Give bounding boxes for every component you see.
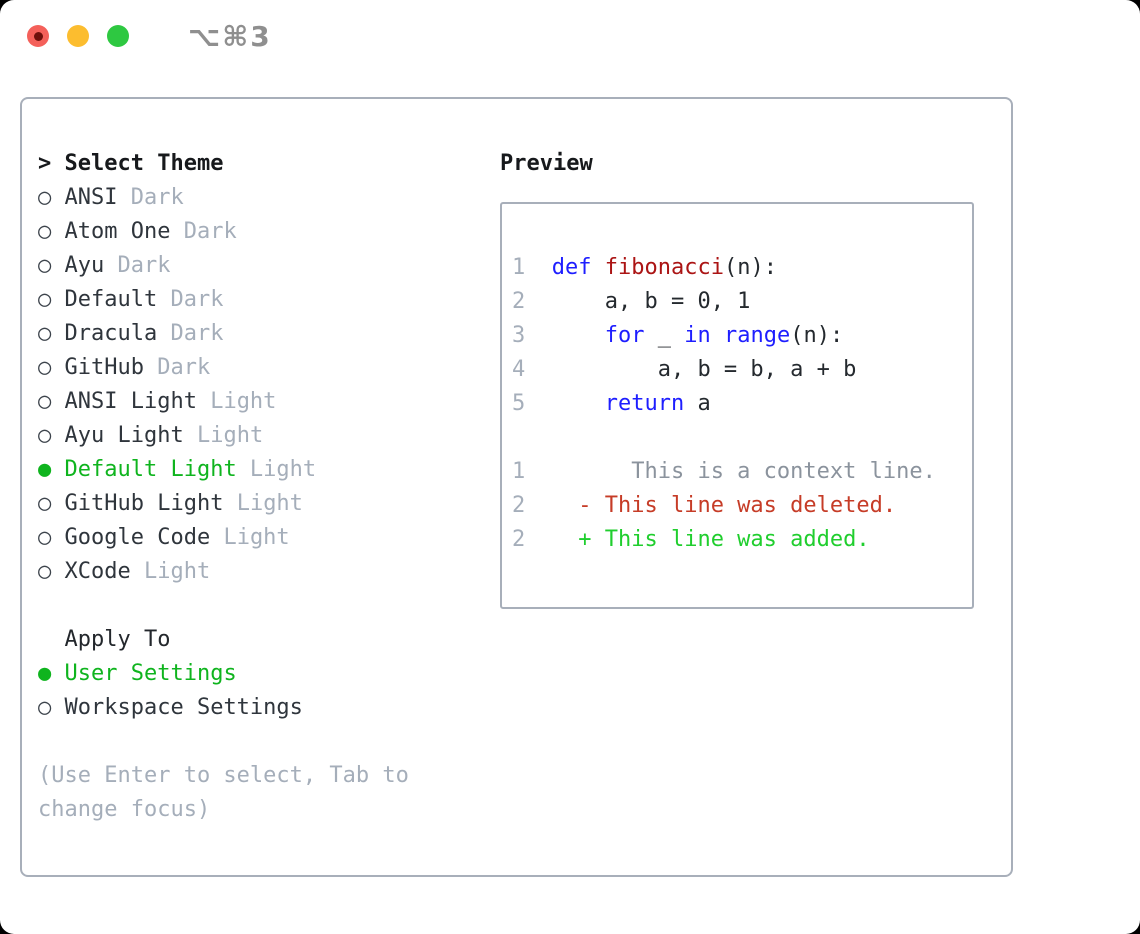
code-line: 5 return a: [512, 391, 711, 416]
titlebar: ⌥⌘3: [0, 0, 1140, 72]
window-title: ⌥⌘3: [188, 19, 272, 53]
theme-variant: Light: [196, 389, 277, 414]
theme-variant: Light: [236, 457, 317, 482]
preview-column: Preview 1 def fibonacci(n): 2 a, b = 0, 1…: [500, 147, 974, 609]
theme-options-list: ○ ANSI Dark○ Atom One Dark○ Ayu Dark○ De…: [38, 181, 458, 589]
code-line: 1 def fibonacci(n):: [512, 255, 777, 280]
theme-variant: Light: [223, 491, 303, 516]
theme-variant: Dark: [104, 253, 171, 278]
theme-name: XCode: [64, 559, 131, 584]
code-preview: 1 def fibonacci(n): 2 a, b = 0, 1 3 for _ …: [512, 251, 936, 557]
preview-box: 1 def fibonacci(n): 2 a, b = 0, 1 3 for _ …: [500, 202, 974, 609]
select-theme-label: Select Theme: [64, 151, 224, 176]
theme-name: ANSI Light: [64, 389, 197, 414]
radio-icon: ○: [38, 185, 52, 210]
theme-variant: Light: [210, 525, 290, 550]
apply-to-header: Apply To: [38, 623, 458, 657]
theme-variant: Dark: [157, 287, 224, 312]
radio-icon: ○: [38, 355, 52, 380]
radio-icon: ○: [38, 423, 52, 448]
theme-name: Ayu: [64, 253, 105, 278]
radio-icon: ○: [38, 559, 52, 584]
radio-icon: ○: [38, 321, 52, 346]
theme-name: GitHub Light: [64, 491, 224, 516]
theme-variant: Dark: [117, 185, 184, 210]
apply-option-label: User Settings: [64, 661, 237, 686]
apply-options-list: ● User Settings○ Workspace Settings: [38, 657, 458, 725]
apply-option-workspace-settings[interactable]: ○ Workspace Settings: [38, 691, 458, 725]
theme-name: Atom One: [64, 219, 171, 244]
apply-option-user-settings[interactable]: ● User Settings: [38, 657, 458, 691]
apply-to-label: Apply To: [64, 627, 171, 652]
radio-icon: ○: [38, 253, 52, 278]
theme-option-google-code[interactable]: ○ Google Code Light: [38, 521, 458, 555]
theme-name: Default: [64, 287, 158, 312]
radio-icon: ○: [38, 491, 52, 516]
radio-icon: ●: [38, 661, 52, 686]
theme-option-ayu[interactable]: ○ Ayu Dark: [38, 249, 458, 283]
radio-icon: ○: [38, 525, 52, 550]
spacer-row: [38, 725, 458, 759]
theme-name: Ayu Light: [64, 423, 184, 448]
diff-line-context: 1 This is a context line.: [512, 459, 936, 484]
theme-variant: Dark: [157, 321, 224, 346]
code-line: 2 a, b = 0, 1: [512, 289, 751, 314]
theme-name: GitHub: [64, 355, 144, 380]
theme-variant: Dark: [170, 219, 237, 244]
theme-option-xcode[interactable]: ○ XCode Light: [38, 555, 458, 589]
diff-line-added: 2 + This line was added.: [512, 527, 870, 552]
theme-list-column: > Select Theme ○ ANSI Dark○ Atom One Dar…: [38, 147, 458, 827]
minimize-button[interactable]: [67, 25, 89, 47]
theme-option-default-light[interactable]: ● Default Light Light: [38, 453, 458, 487]
preview-label: Preview: [500, 151, 593, 176]
theme-option-dracula[interactable]: ○ Dracula Dark: [38, 317, 458, 351]
code-line: 3 for _ in range(n):: [512, 323, 844, 348]
theme-option-ayu-light[interactable]: ○ Ayu Light Light: [38, 419, 458, 453]
unsaved-changes-dot: [33, 31, 43, 41]
theme-option-ansi-light[interactable]: ○ ANSI Light Light: [38, 385, 458, 419]
radio-icon: ○: [38, 695, 52, 720]
theme-option-github-light[interactable]: ○ GitHub Light Light: [38, 487, 458, 521]
theme-variant: Light: [183, 423, 264, 448]
blank-line: [512, 421, 936, 455]
hint-text: (Use Enter to select, Tab to change focu…: [38, 763, 409, 822]
theme-variant: Light: [130, 559, 211, 584]
zoom-button[interactable]: [107, 25, 129, 47]
diff-line-deleted: 2 - This line was deleted.: [512, 493, 897, 518]
theme-name: ANSI: [64, 185, 118, 210]
close-button[interactable]: [27, 25, 49, 47]
cursor-indicator: >: [38, 151, 52, 176]
theme-option-default[interactable]: ○ Default Dark: [38, 283, 458, 317]
theme-option-atom-one[interactable]: ○ Atom One Dark: [38, 215, 458, 249]
theme-name: Google Code: [64, 525, 211, 550]
theme-name: Default Light: [64, 457, 237, 482]
radio-icon: ○: [38, 287, 52, 312]
theme-option-github[interactable]: ○ GitHub Dark: [38, 351, 458, 385]
spacer-row: [38, 589, 458, 623]
radio-icon: ●: [38, 457, 52, 482]
code-line: 4 a, b = b, a + b: [512, 357, 857, 382]
theme-variant: Dark: [143, 355, 211, 380]
radio-icon: ○: [38, 389, 52, 414]
radio-icon: ○: [38, 219, 52, 244]
select-theme-header: > Select Theme: [38, 147, 458, 181]
theme-name: Dracula: [64, 321, 158, 346]
theme-option-ansi[interactable]: ○ ANSI Dark: [38, 181, 458, 215]
theme-picker-panel: > Select Theme ○ ANSI Dark○ Atom One Dar…: [20, 97, 1013, 877]
apply-option-label: Workspace Settings: [64, 695, 303, 720]
